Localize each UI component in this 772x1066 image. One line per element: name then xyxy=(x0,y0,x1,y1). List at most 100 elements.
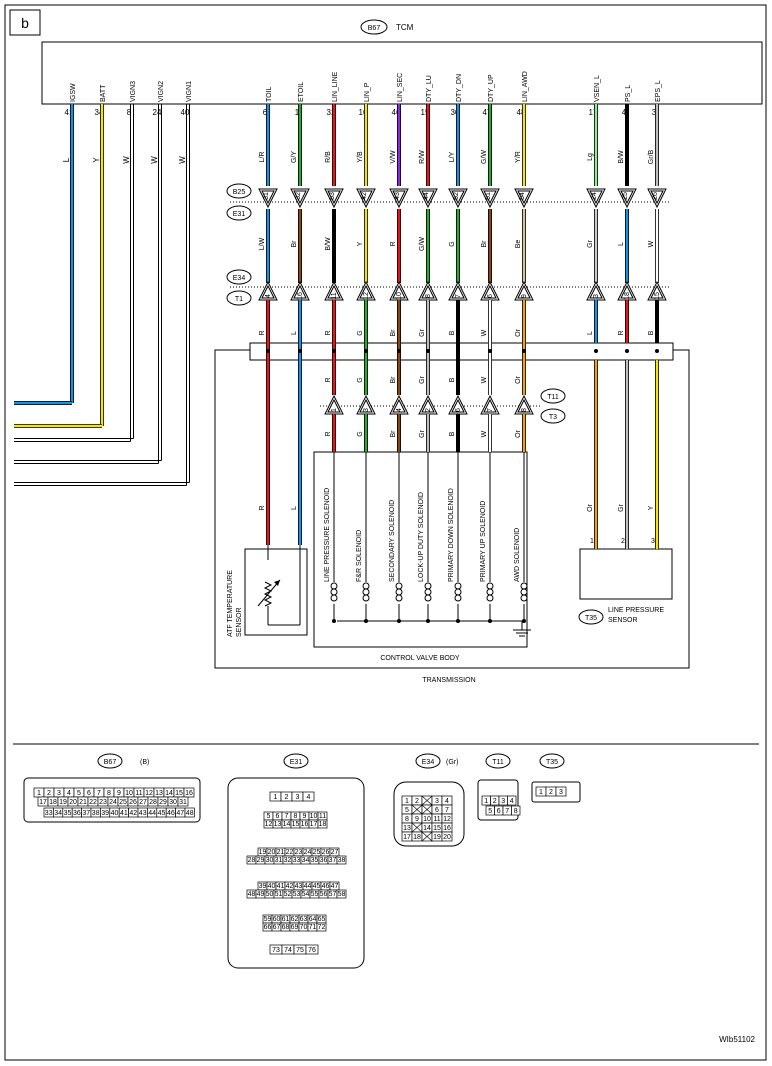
wire-toil-t1-pin: 4 xyxy=(265,294,272,298)
view-e31-r10-pin-75: 75 xyxy=(296,947,304,954)
transmission-bus-bar xyxy=(249,342,674,361)
view-e31-r1-cell xyxy=(302,791,315,802)
figure-code: WIb51102 xyxy=(719,1035,755,1044)
wire-dty-dn-coil-2 xyxy=(454,594,462,602)
wire-lin-p-coil-2 xyxy=(362,594,370,602)
atf-wire-color-0: R xyxy=(259,505,266,510)
wire-lin-p-t11-inner xyxy=(359,398,373,413)
view-e34-r2-blank xyxy=(421,804,433,815)
ecu-wire-color-igsw: L xyxy=(62,157,71,162)
wire-toil-pin: 6 xyxy=(263,108,268,117)
view-e31-r7-cell xyxy=(336,889,347,899)
wire-dty-up-coil-2 xyxy=(486,594,494,602)
view-e34-r5-pin-20: 20 xyxy=(443,834,451,841)
view-e31-r9-pin-68: 68 xyxy=(282,924,290,931)
view-e31-r1-pin-4: 4 xyxy=(307,794,311,801)
wire-lin-sec-b25-pin: 43 xyxy=(394,192,401,200)
wire-ps-l-t35-pin: 2 xyxy=(621,538,625,545)
wire-etoil-pin: 1 xyxy=(295,108,300,117)
wire-toil-color2: L/W xyxy=(259,237,266,250)
view-e34-r5-blank xyxy=(421,831,433,842)
wire-lin-p-t11-pin: 3 xyxy=(363,408,370,412)
view-t11-r1-cell xyxy=(507,795,517,806)
view-e31-r4-pin-21: 21 xyxy=(277,849,285,856)
view-e31-r5-pin-30: 30 xyxy=(266,857,274,864)
wire-lin-sec-t11-inner xyxy=(392,398,406,413)
view-b67-r3-cell xyxy=(184,807,195,818)
control-valve-body-box xyxy=(313,451,528,648)
wire-lin-p-color4: G xyxy=(357,431,364,436)
wire-ps-l-color1: B/W xyxy=(618,150,625,164)
view-e31-r2-pin-7: 7 xyxy=(285,813,289,820)
wire-dty-up-b25-inner xyxy=(483,190,497,205)
view-b67-r2-pin-17: 17 xyxy=(39,799,47,806)
wire-dty-dn-t11-pin: 6 xyxy=(455,408,462,412)
view-b67-r2-pin-22: 22 xyxy=(89,799,97,806)
wire-lin-awd-bus-dot xyxy=(522,349,526,353)
wire-lin-p-ground-dot xyxy=(364,619,368,623)
view-e34-r3-pin-12: 12 xyxy=(443,816,451,823)
view-e34-r2-blank xyxy=(411,804,423,815)
view-e34-r3-pin-8: 8 xyxy=(405,816,409,823)
wire-toil-color1: L/R xyxy=(259,152,266,163)
view-e31-r5-pin-29: 29 xyxy=(257,857,265,864)
wire-lin-line-color3: R xyxy=(325,330,332,335)
wire-lin-sec-coil-1 xyxy=(395,588,403,596)
view-b67-r3-pin-42: 42 xyxy=(129,810,137,817)
wire-lin-awd-t11-inner xyxy=(517,398,531,413)
wire-lin-line-t1-inner xyxy=(327,284,341,299)
ecu-pin-24: 24 xyxy=(153,108,162,117)
wire-lin-p-b25-inner xyxy=(359,190,373,205)
view-e31-r8-pin-62: 62 xyxy=(291,916,299,923)
wire-toil-b25-pin: 31 xyxy=(263,192,270,200)
view-e31-r8-pin-65: 65 xyxy=(318,916,326,923)
control-valve-label: CONTROL VALVE BODY xyxy=(380,655,460,662)
view-e31-r8-pin-63: 63 xyxy=(300,916,308,923)
frame-label-box xyxy=(9,9,41,36)
t35-label: T35 xyxy=(585,615,597,622)
wire-vsen-l-color3: L xyxy=(587,331,594,335)
solenoid-label-4: LOCK-UP DUTY SOLENOID xyxy=(418,492,425,582)
wire-vsen-l-pin: 17 xyxy=(589,108,598,117)
ecu-pin-40: 40 xyxy=(181,108,190,117)
wire-dty-lu-t1-pin: 8 xyxy=(425,294,432,298)
wire-lin-p-color2: Y xyxy=(357,241,364,246)
view-e31-r10-pin-76: 76 xyxy=(308,947,316,954)
view-b67-r2-pin-21: 21 xyxy=(79,799,87,806)
view-e31-r2-pin-8: 8 xyxy=(294,813,298,820)
view-e31-r6-pin-47: 47 xyxy=(331,883,339,890)
view-e31-r3-pin-16: 16 xyxy=(301,821,309,828)
wire-lin-awd-color3: Or xyxy=(515,328,522,336)
view-e31-r8-pin-60: 60 xyxy=(273,916,281,923)
tcm-name: TCM xyxy=(396,23,414,32)
view-t11-r2-pin-6: 6 xyxy=(497,808,501,815)
view-b67-r2-pin-20: 20 xyxy=(69,799,77,806)
view-e31-r6-pin-41: 41 xyxy=(277,883,285,890)
view-e31-r8-pin-61: 61 xyxy=(282,916,290,923)
wire-ps-l-bus-dot xyxy=(625,349,629,353)
wire-dty-lu-coil-1 xyxy=(424,588,432,596)
view-e34-r1-pin-3: 3 xyxy=(435,798,439,805)
ecu-pin-34: 34 xyxy=(95,108,104,117)
view-e34-r4-pin-15: 15 xyxy=(433,825,441,832)
view-b67-r2-pin-27: 27 xyxy=(139,799,147,806)
wire-lin-p-color3b: G xyxy=(357,377,364,382)
ecu-signal-vign3: VIGN3 xyxy=(130,81,137,102)
ecu-signal-vign1: VIGN1 xyxy=(186,81,193,102)
ecu-wire-color-batt: Y xyxy=(92,157,101,163)
view-b67-r3-pin-38: 38 xyxy=(92,810,100,817)
wire-dty-lu-color4: Gr xyxy=(419,429,426,437)
wire-etoil-bus-dot xyxy=(298,349,302,353)
wire-dty-up-color1: G/W xyxy=(481,150,488,164)
wire-dty-lu-color2: G/W xyxy=(419,237,426,251)
wire-dty-dn-b25-pin: 52 xyxy=(453,192,460,200)
wire-lin-p-bus-dot xyxy=(364,349,368,353)
wire-vsen-l-signal: VSEN_L xyxy=(594,75,601,102)
wire-eps-l-pin: 3 xyxy=(652,108,657,117)
view-e31-r7-pin-51: 51 xyxy=(275,891,283,898)
view-b67-r1-pin-4: 4 xyxy=(67,790,71,797)
view-e31-r3-pin-15: 15 xyxy=(292,821,300,828)
view-e31-r8-pin-64: 64 xyxy=(309,916,317,923)
wire-vsen-l-t1-inner xyxy=(589,284,603,299)
